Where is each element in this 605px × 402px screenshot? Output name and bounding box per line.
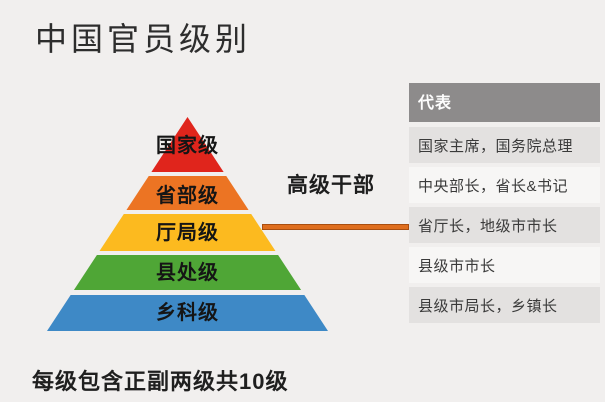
- footnote-text: 每级包含正副两级共10级: [32, 369, 289, 394]
- table-header-representatives: 代表: [409, 83, 600, 122]
- table-row-provincial: 中央部长，省长&书记: [409, 167, 600, 203]
- representatives-table: 代表 国家主席，国务院总理 中央部长，省长&书记 省厅长，地级市市长 县级市市长…: [409, 83, 600, 327]
- pyramid-band-county: [47, 255, 328, 290]
- table-row-departmental: 省厅长，地级市市长: [409, 207, 600, 243]
- senior-cadre-connector-line: [262, 224, 409, 230]
- table-row-township: 县级市局长，乡镇长: [409, 287, 600, 323]
- pyramid-label-national: 国家级: [156, 134, 219, 157]
- page-title: 中国官员级别: [35, 21, 252, 57]
- pyramid-label-departmental: 厅局级: [156, 221, 219, 244]
- table-row-county: 县级市市长: [409, 247, 600, 283]
- pyramid-label-provincial: 省部级: [156, 184, 219, 207]
- table-row-national: 国家主席，国务院总理: [409, 127, 600, 163]
- pyramid-band-township: [47, 295, 328, 331]
- pyramid-label-township: 乡科级: [156, 301, 219, 324]
- pyramid-label-county: 县处级: [156, 261, 219, 284]
- senior-cadre-label: 高级干部: [287, 174, 375, 197]
